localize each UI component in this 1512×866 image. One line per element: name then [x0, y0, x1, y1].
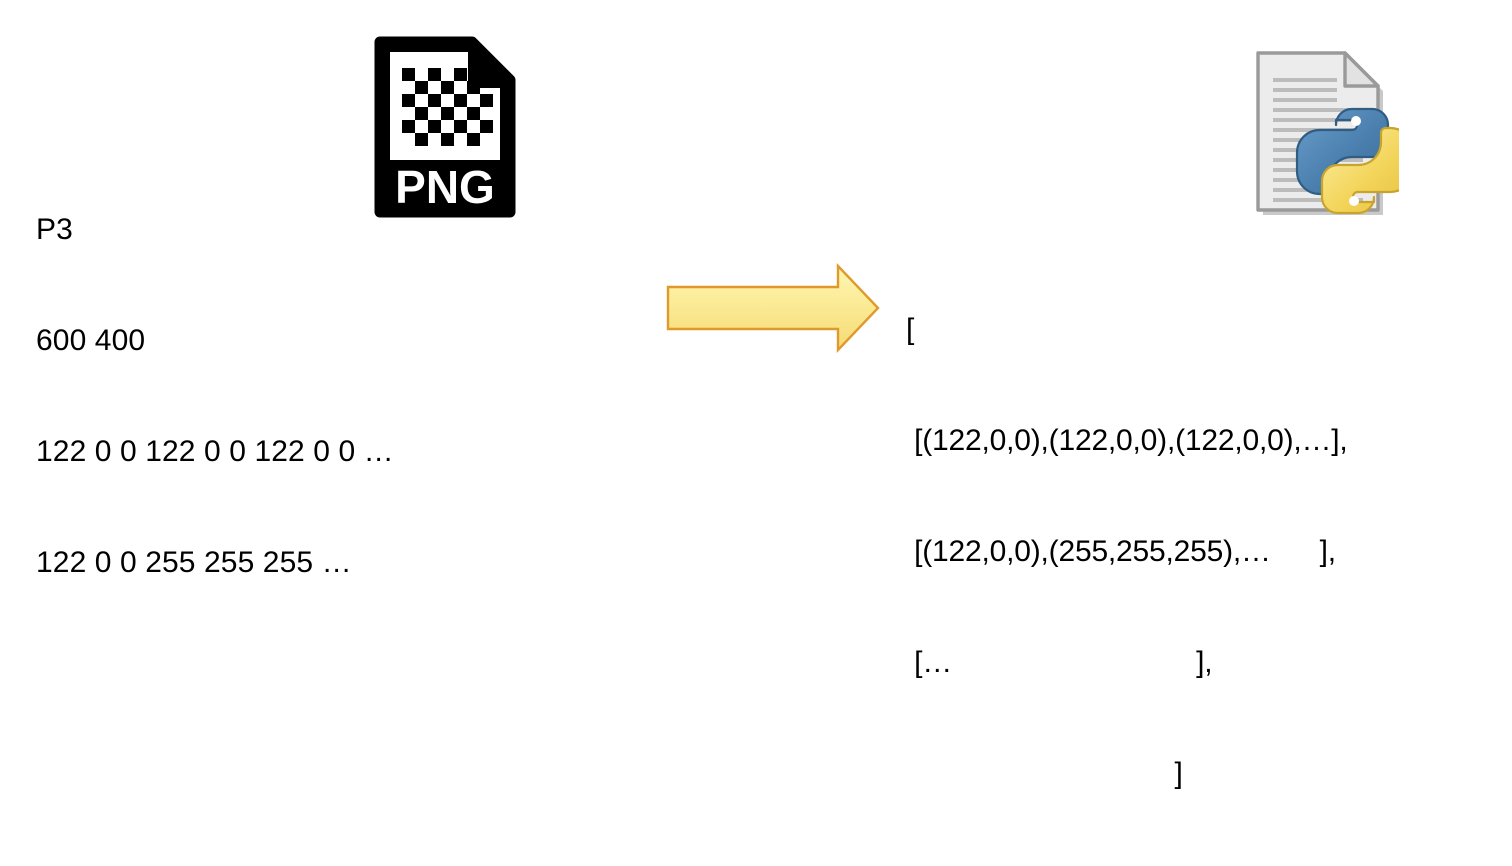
ppm-line-row-1: 122 0 0 122 0 0 122 0 0 … — [36, 435, 394, 468]
ppm-line-dims: 600 400 — [36, 324, 146, 357]
diagram-canvas: PNG P3 600 400 122 0 0 122 0 0 122 0 0 …… — [36, 36, 1399, 790]
pylist-line-row-3: [… ], — [906, 646, 1213, 679]
pylist-line-close: ] — [906, 757, 1183, 790]
ppm-line-row-2: 122 0 0 255 255 255 … — [36, 546, 352, 579]
ppm-text-block: P3 600 400 122 0 0 122 0 0 122 0 0 … 122… — [36, 137, 394, 655]
pylist-line-row-2: [(122,0,0),(255,255,255),… ], — [906, 535, 1336, 568]
conversion-arrow-right-icon — [664, 260, 882, 356]
ppm-line-magic: P3 — [36, 213, 73, 246]
png-icon-text: PNG — [395, 161, 495, 213]
pylist-line-open: [ — [906, 313, 915, 346]
png-file-icon: PNG — [374, 36, 516, 218]
python-logo-icon — [1295, 107, 1399, 215]
pylist-line-row-1: [(122,0,0),(122,0,0),(122,0,0),…], — [906, 424, 1348, 457]
python-list-text-block: [ [(122,0,0),(122,0,0),(122,0,0),…], [(1… — [906, 237, 1348, 866]
python-file-icon — [1243, 46, 1399, 226]
